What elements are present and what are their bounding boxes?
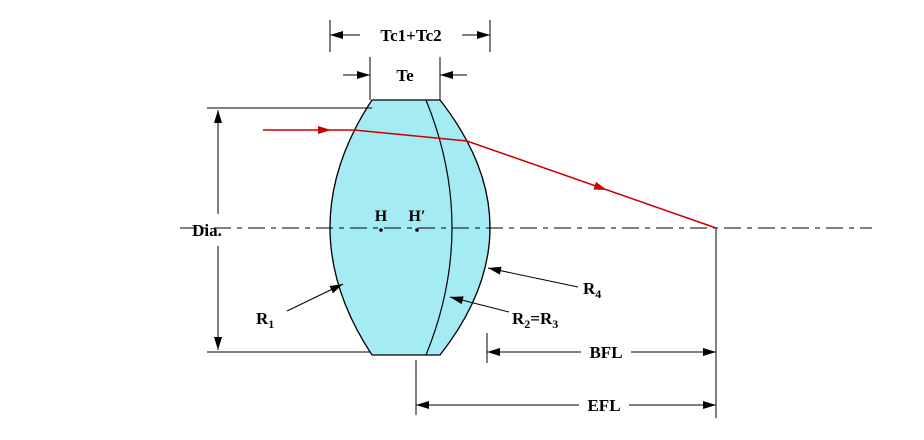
dimension-diameter: Dia.	[192, 110, 222, 350]
ray-arrow-icon-incoming	[318, 126, 331, 134]
label-r1: R1	[256, 309, 274, 331]
dia-down-arrow-icon	[214, 337, 222, 350]
radius-callouts: R1 R2=R3 R4	[256, 266, 601, 331]
te-left-arrow-icon	[357, 71, 370, 79]
dimension-center-thickness: Tc1+Tc2	[330, 26, 490, 45]
ray-arrow-icon-refracted	[593, 181, 607, 190]
bfl-right-arrow-icon	[703, 348, 716, 356]
dimension-edge-thickness: Te	[343, 66, 467, 85]
label-h-prime: H′	[409, 208, 426, 225]
r4-arrow-icon	[488, 266, 502, 275]
dimension-effective-focal-length: EFL	[416, 396, 716, 415]
principal-points: H H′	[375, 208, 426, 232]
tc-right-arrow-icon	[477, 31, 490, 39]
r2-r3-arrow-icon	[450, 296, 464, 305]
bfl-left-arrow-icon	[487, 348, 500, 356]
light-ray	[263, 126, 717, 229]
label-efl: EFL	[587, 396, 620, 415]
h-prime-point-dot	[415, 228, 419, 232]
label-center-thickness: Tc1+Tc2	[380, 26, 441, 45]
label-r4: R4	[583, 279, 601, 301]
label-h: H	[375, 208, 388, 225]
dimension-back-focal-length: BFL	[487, 343, 716, 362]
label-r2-equals-r3: R2=R3	[512, 309, 558, 331]
cemented-surface-line	[425, 99, 453, 356]
tc-left-arrow-icon	[330, 31, 343, 39]
h-point-dot	[379, 228, 383, 232]
ray-path	[263, 129, 717, 229]
extension-lines	[207, 20, 717, 418]
label-diameter: Dia.	[192, 221, 222, 240]
efl-right-arrow-icon	[703, 401, 716, 409]
efl-left-arrow-icon	[416, 401, 429, 409]
te-right-arrow-icon	[440, 71, 453, 79]
label-edge-thickness: Te	[396, 66, 414, 85]
dia-up-arrow-icon	[214, 110, 222, 123]
label-bfl: BFL	[589, 343, 622, 362]
r1-arrow-icon	[329, 284, 343, 294]
r4-leader-line	[487, 267, 579, 288]
